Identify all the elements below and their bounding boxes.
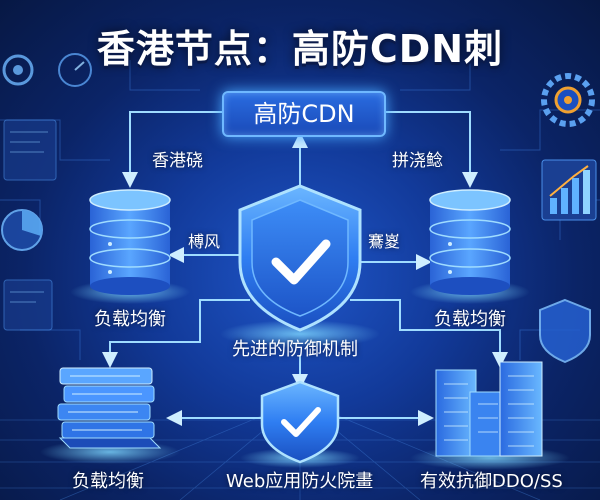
label-top-left: 香港硗 — [152, 151, 203, 171]
database-server-left — [70, 189, 190, 304]
label-top-right: 拼浇鲶 — [392, 151, 443, 171]
label-buildings: 有效抗御DDO/SS — [420, 471, 563, 492]
small-shield-icon-right — [539, 298, 591, 364]
stacked-books-icon — [40, 367, 180, 464]
waf-shield-icon — [240, 380, 360, 468]
dashboard-panel-left — [3, 119, 57, 331]
cdn-node-box: 高防CDN — [222, 91, 386, 137]
label-mid-right: 鶱嵏 — [368, 232, 401, 251]
label-mid-left: 榑风 — [188, 232, 221, 251]
gear-target-icon — [541, 73, 595, 127]
page-title: 香港节点：高防CDN刺 — [96, 27, 504, 71]
label-server-right: 负载均衡 — [434, 309, 506, 330]
label-shield-center: 先进的防御机制 — [232, 339, 358, 360]
datacenter-buildings-icon — [410, 361, 570, 470]
pie-chart-icon — [1, 209, 43, 251]
bar-chart-icon — [541, 159, 597, 221]
connector-lines — [102, 111, 508, 426]
label-books: 负载均衡 — [72, 471, 144, 492]
label-server-left: 负载均衡 — [94, 309, 166, 330]
database-server-right — [410, 189, 530, 304]
security-shield-icon — [220, 184, 380, 348]
gauge-icon — [58, 53, 92, 87]
gear-icon — [2, 54, 34, 86]
label-waf: Web应用防火院畫 — [226, 471, 374, 492]
